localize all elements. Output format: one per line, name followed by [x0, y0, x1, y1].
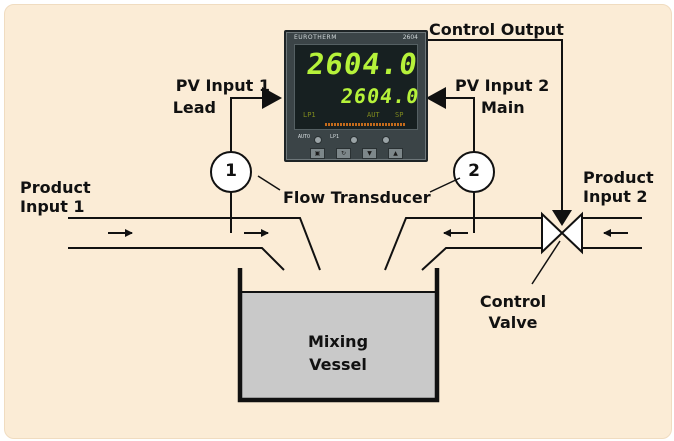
controller-key-down[interactable]: ▼	[362, 148, 377, 159]
label-flow-transducer: Flow Transducer	[283, 188, 431, 207]
valve-right-cone	[560, 211, 583, 255]
valve-left-cone	[541, 211, 564, 255]
controller-key-scroll[interactable]: ↻	[336, 148, 351, 159]
flow-transducer-1	[210, 151, 252, 233]
led-3	[382, 136, 390, 144]
label-pv-input-1-lead: Lead	[172, 98, 216, 117]
leader-flow-transducer-1	[257, 175, 281, 191]
vessel-liquid	[240, 292, 437, 400]
label-mixing-vessel-line2: Vessel	[309, 355, 367, 374]
led-lp	[350, 136, 358, 144]
control-output-signal	[426, 39, 572, 226]
vessel-walls	[237, 268, 440, 403]
controller-key-up[interactable]: ▲	[388, 148, 403, 159]
display-lower-value: 2604.0	[339, 84, 421, 108]
label-product-input-2: Product	[583, 168, 654, 187]
led-lp-label: LP1	[330, 134, 340, 140]
label-product-input-1: Product	[20, 178, 91, 197]
display-upper-value: 2604.0	[304, 47, 421, 81]
pipe-product-input-2	[384, 217, 642, 271]
indicator-sp: SP	[395, 111, 404, 119]
label-product-input-1-line2: Input 1	[20, 197, 85, 216]
led-auto-label: AUTO	[298, 134, 311, 140]
leader-flow-transducer-2	[429, 177, 461, 193]
controller-brand: EUROTHERM	[294, 34, 337, 41]
pipe-1-lower-wall	[68, 247, 285, 271]
process-controller: EUROTHERM 2604 2604.0 2604.0 LP1 AUT SP …	[284, 30, 428, 162]
label-control-output: Control Output	[429, 20, 564, 39]
indicator-lp: LP1	[303, 111, 316, 119]
pv-input-1-arrowhead	[262, 87, 282, 109]
label-control-valve: Control	[479, 292, 547, 311]
leader-control-valve	[531, 240, 561, 285]
label-pv-input-1: PV Input 1	[175, 76, 270, 95]
label-mixing-vessel: Mixing	[307, 332, 369, 351]
display-bargraph	[325, 123, 405, 126]
control-valve	[541, 211, 583, 255]
pv-input-1-signal	[230, 87, 282, 152]
label-pv-input-2: PV Input 2	[455, 76, 550, 95]
control-output-arrowhead	[552, 210, 572, 226]
indicator-aut: AUT	[367, 111, 380, 119]
led-auto	[314, 136, 322, 144]
label-product-input-2-line2: Input 2	[583, 187, 648, 206]
controller-model: 2604	[402, 34, 418, 41]
pipe-2-upper-wall	[384, 217, 542, 271]
transducer-1-number: 1	[225, 161, 237, 181]
pipe-2-lower-wall	[421, 247, 542, 271]
pipe-product-input-1	[68, 217, 321, 271]
label-control-valve-line2: Valve	[488, 313, 538, 332]
controller-key-page[interactable]: ▣	[310, 148, 325, 159]
mixing-vessel	[237, 268, 440, 403]
flow-transducer-2	[453, 151, 495, 233]
pv-input-2-signal	[426, 87, 475, 152]
pipe-1-upper-wall	[68, 217, 321, 271]
controller-display: 2604.0 2604.0 LP1 AUT SP	[294, 44, 421, 130]
pv-input-2-arrowhead	[426, 87, 446, 109]
label-pv-input-2-main: Main	[481, 98, 525, 117]
transducer-2-number: 2	[468, 161, 480, 181]
